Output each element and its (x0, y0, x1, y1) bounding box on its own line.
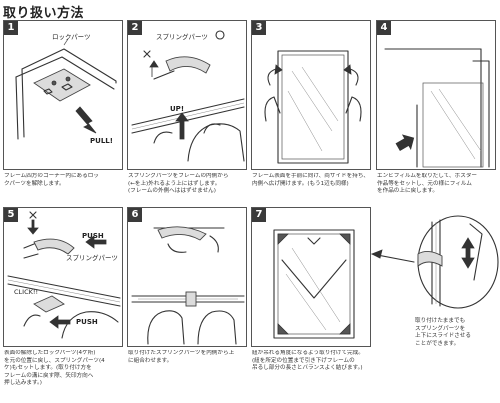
step-1-illustration (15, 38, 117, 140)
step-number: 2 (128, 21, 142, 35)
step-number: 5 (4, 208, 18, 222)
step-4-panel: 4 (376, 20, 496, 170)
label-spring-parts: スプリングパーツ (66, 254, 118, 262)
label-spring-parts: スプリングパーツ (156, 33, 208, 41)
step-2-panel: 2 スプリングパーツ UP! (127, 20, 247, 170)
step-7-caption: 紐が吊れる角度になるよう取り付けて完成。 (紐を所定の位置まで引き下げフレームの… (252, 350, 364, 372)
step-6-caption: 取り付けたスプリングパーツを内側から上 に組合わせます。 (128, 350, 235, 364)
step-3-illustration (264, 50, 362, 164)
step-number: 7 (252, 208, 266, 222)
step-number: 3 (252, 21, 266, 35)
step-5-caption: 表面の解除したロックパーツ(4ケ所) を元の位置に戻し、スプリングパーツ(4 ケ… (4, 350, 105, 387)
step-3-caption: フレーム表面を手前に向け、両サイドを持ち、 内側へ広げ開けます。(もう1辺も同様… (252, 173, 370, 187)
step-7-panel: 7 (251, 207, 371, 347)
label-click: CLICK!! (14, 288, 39, 296)
step-2-illustration (131, 30, 245, 162)
step-number: 1 (4, 21, 18, 35)
step-2-caption: スプリングパーツをフレームの内側から (←を上)外れるよう上にはずします。 (フ… (128, 173, 229, 195)
step-1-caption: フレーム四方のコーナー内にあるロッ クパーツを解除します。 (4, 173, 99, 187)
label-pull: PULL! (90, 137, 113, 145)
step-number: 6 (128, 208, 142, 222)
step-4-illustration (384, 48, 490, 168)
label-push-top: PUSH (82, 232, 104, 240)
side-detail-illustration (371, 215, 499, 309)
step-6-illustration (131, 226, 245, 345)
side-note-caption: 取り付けたままでも スプリングパーツを 上下にスライドさせる ことができます。 (415, 318, 471, 347)
step-5-panel: 5 PUSH スプリングパーツ CLICK!! PUSH (3, 207, 123, 347)
label-up: UP! (170, 105, 185, 113)
label-lock-parts: ロックパーツ (52, 33, 91, 41)
step-6-panel: 6 (127, 207, 247, 347)
step-4-caption: エンビフィルムを取りだして、ポスター 作品等をセットし、元の様にフィルム を作品… (377, 173, 478, 195)
step-3-panel: 3 (251, 20, 371, 170)
step-1-panel: 1 ロックパーツ PULL! (3, 20, 123, 170)
step-5-illustration (7, 211, 121, 339)
step-number: 4 (377, 21, 391, 35)
step-7-illustration (273, 229, 355, 339)
page-title: 取り扱い方法 (3, 6, 85, 21)
label-push-bottom: PUSH (76, 318, 98, 326)
